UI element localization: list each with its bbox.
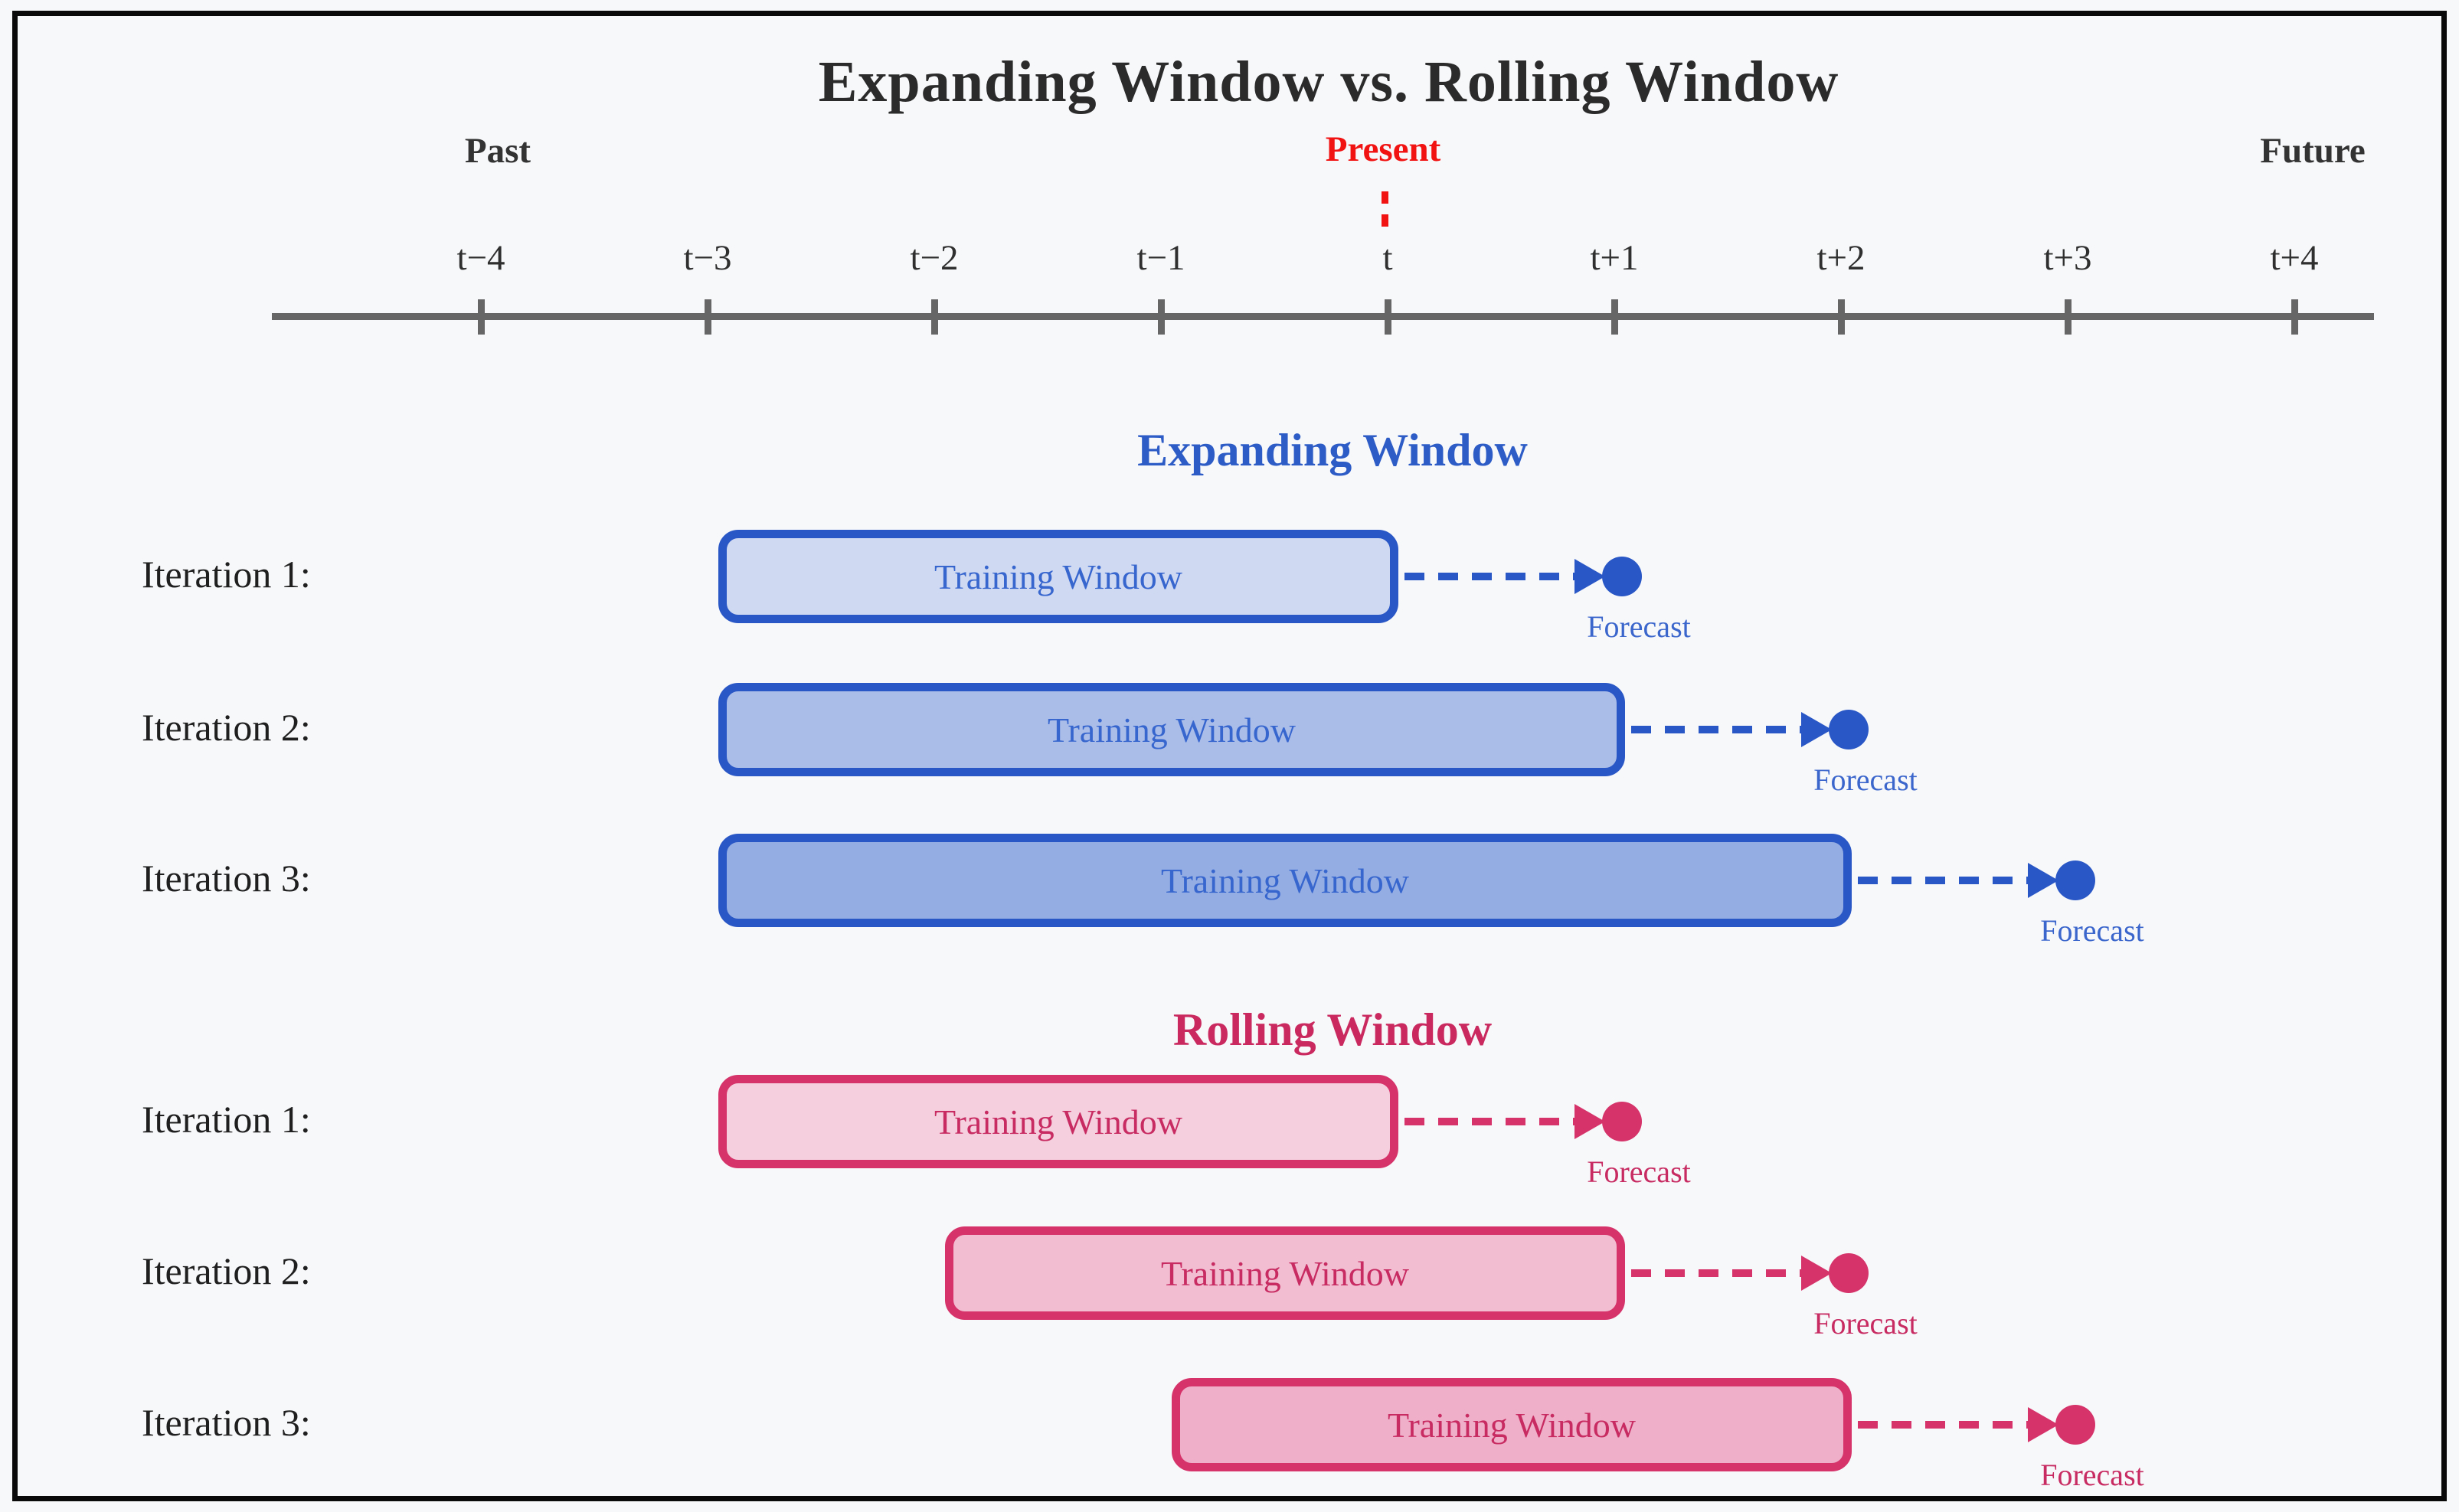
training-window-box: Training Window	[945, 1226, 1625, 1320]
present-label: Present	[1325, 129, 1441, 169]
forecast-point-icon	[1829, 1253, 1869, 1293]
training-window-label: Training Window	[1160, 861, 1410, 900]
outer-border	[12, 11, 2447, 1501]
forecast-arrow-line	[1404, 1118, 1574, 1125]
forecast-label: Forecast	[2040, 1458, 2144, 1492]
iteration-label: Iteration 1:	[142, 1098, 311, 1141]
forecast-point-icon	[1602, 1102, 1642, 1141]
forecast-arrow-line	[1404, 573, 1574, 580]
forecast-point-icon	[2055, 1405, 2095, 1445]
tick-mark	[478, 299, 485, 335]
forecast-arrowhead-icon	[1574, 1104, 1605, 1139]
tick-label-t: t	[1382, 238, 1393, 278]
tick-mark	[2291, 299, 2298, 335]
training-window-box: Training Window	[718, 1075, 1398, 1168]
forecast-arrow-line	[1858, 1421, 2028, 1429]
forecast-label: Forecast	[1813, 1306, 1918, 1341]
forecast-point-icon	[1829, 710, 1869, 749]
forecast-label: Forecast	[1813, 763, 1918, 797]
forecast-arrow-line	[1858, 877, 2028, 884]
tick-mark	[1385, 299, 1391, 335]
training-window-label: Training Window	[1047, 710, 1297, 749]
tick-mark	[705, 299, 711, 335]
future-label: Future	[2260, 131, 2366, 171]
past-label: Past	[464, 131, 531, 171]
forecast-label: Forecast	[1587, 609, 1691, 644]
training-window-box: Training Window	[718, 530, 1398, 623]
iteration-label: Iteration 1:	[142, 553, 311, 596]
tick-label-t2: t+2	[1816, 238, 1866, 278]
forecast-arrow-line	[1631, 726, 1801, 733]
iteration-label: Iteration 3:	[142, 857, 311, 900]
time-axis-line	[272, 313, 2374, 320]
forecast-point-icon	[2055, 861, 2095, 900]
tick-mark	[931, 299, 938, 335]
tick-label-t3: t+3	[2043, 238, 2092, 278]
tick-mark	[1611, 299, 1618, 335]
tick-label-t1: t+1	[1590, 238, 1639, 278]
training-window-label: Training Window	[1160, 1253, 1410, 1293]
tick-label-t-4: t−4	[456, 238, 505, 278]
forecast-point-icon	[1602, 557, 1642, 596]
tick-label-t-3: t−3	[683, 238, 732, 278]
tick-label-t-2: t−2	[910, 238, 959, 278]
forecast-arrow-line	[1631, 1269, 1801, 1277]
rolling-window-header: Rolling Window	[1172, 1004, 1493, 1055]
tick-label-t4: t+4	[2270, 238, 2319, 278]
page-title: Expanding Window vs. Rolling Window	[818, 50, 1839, 114]
forecast-label: Forecast	[2040, 913, 2144, 948]
tick-label-t-1: t−1	[1136, 238, 1185, 278]
training-window-box: Training Window	[718, 834, 1852, 927]
training-window-label: Training Window	[934, 1102, 1183, 1141]
forecast-arrowhead-icon	[2028, 1407, 2058, 1442]
forecast-arrowhead-icon	[1801, 712, 1832, 747]
tick-mark	[1838, 299, 1845, 335]
iteration-label: Iteration 2:	[142, 1249, 311, 1292]
forecast-arrowhead-icon	[1801, 1256, 1832, 1291]
expanding-window-header: Expanding Window	[1137, 425, 1528, 475]
training-window-label: Training Window	[934, 557, 1183, 596]
forecast-arrowhead-icon	[2028, 863, 2058, 898]
present-marker-dashes	[1382, 191, 1388, 231]
forecast-arrowhead-icon	[1574, 559, 1605, 594]
training-window-label: Training Window	[1387, 1405, 1637, 1445]
iteration-label: Iteration 3:	[142, 1401, 311, 1444]
iteration-label: Iteration 2:	[142, 706, 311, 749]
tick-mark	[2065, 299, 2072, 335]
tick-mark	[1158, 299, 1165, 335]
forecast-label: Forecast	[1587, 1154, 1691, 1189]
training-window-box: Training Window	[1172, 1378, 1852, 1471]
training-window-box: Training Window	[718, 683, 1625, 776]
